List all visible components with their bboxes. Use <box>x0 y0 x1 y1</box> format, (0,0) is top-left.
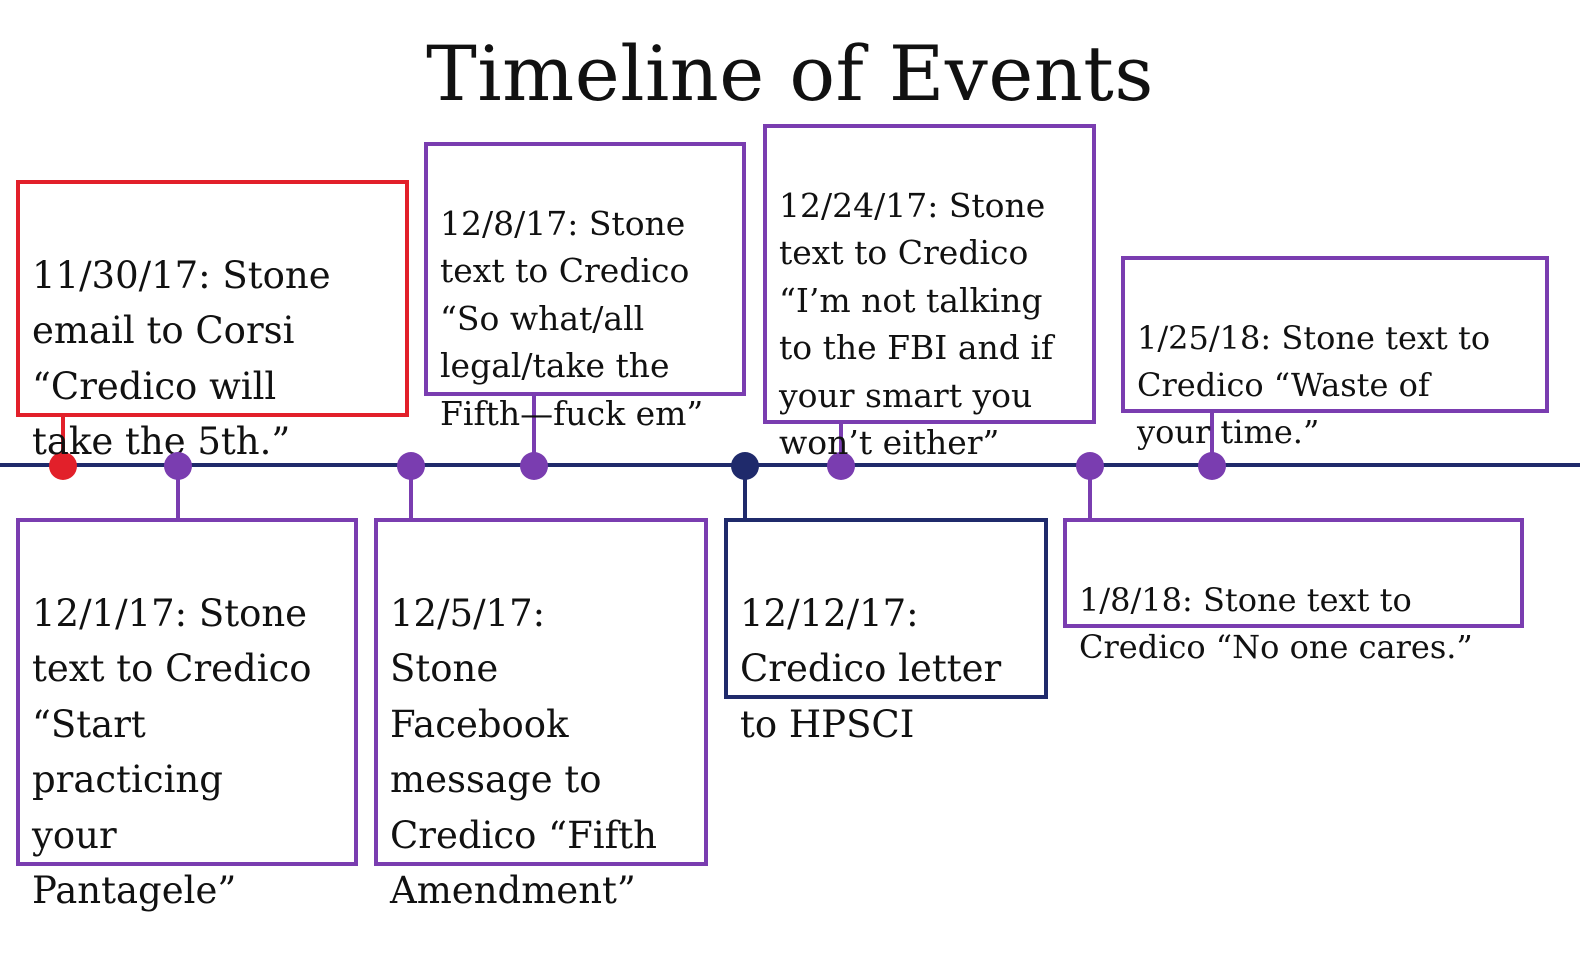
connector-e6 <box>839 422 843 466</box>
connector-e5 <box>743 466 747 520</box>
connector-e8 <box>1210 410 1214 466</box>
page-title: Timeline of Events <box>426 29 1154 118</box>
timeline-dot-e3[interactable] <box>397 452 425 480</box>
event-box-e3: 12/5/17: Stone Facebook message to Credi… <box>374 518 708 912</box>
event-box-e8: 1/25/18: Stone text to Credico “Waste of… <box>1121 256 1549 451</box>
timeline-dot-e7[interactable] <box>1076 452 1104 480</box>
event-box-e6: 12/24/17: Stone text to Credico “I’m not… <box>763 124 1096 462</box>
event-text-e6: 12/24/17: Stone text to Credico “I’m not… <box>779 185 1054 463</box>
connector-e1 <box>61 414 65 466</box>
event-box-e1: 11/30/17: Stone email to Corsi “Credico … <box>16 180 409 463</box>
timeline-dot-e2[interactable] <box>164 452 192 480</box>
event-text-e5: 12/12/17: Credico letter to HPSCI <box>740 591 1002 746</box>
timeline-dot-e6[interactable] <box>827 452 855 480</box>
timeline-axis <box>0 463 1580 467</box>
timeline-dot-e8[interactable] <box>1198 452 1226 480</box>
event-text-e4: 12/8/17: Stone text to Credico “So what/… <box>440 203 704 433</box>
event-text-e1: 11/30/17: Stone email to Corsi “Credico … <box>32 253 331 464</box>
connector-e3 <box>409 466 413 520</box>
event-box-e5: 12/12/17: Credico letter to HPSCI <box>724 518 1048 746</box>
connector-e4 <box>532 394 536 466</box>
event-text-e8: 1/25/18: Stone text to Credico “Waste of… <box>1137 319 1491 451</box>
event-box-e7: 1/8/18: Stone text to Credico “No one ca… <box>1063 518 1524 666</box>
timeline-dot-e5[interactable] <box>731 452 759 480</box>
event-box-e4: 12/8/17: Stone text to Credico “So what/… <box>424 142 746 433</box>
timeline-dot-e4[interactable] <box>520 452 548 480</box>
connector-e2 <box>176 466 180 520</box>
timeline-dot-e1[interactable] <box>49 452 77 480</box>
event-text-e3: 12/5/17: Stone Facebook message to Credi… <box>390 591 657 913</box>
event-box-e2: 12/1/17: Stone text to Credico “Start pr… <box>16 518 358 912</box>
connector-e7 <box>1088 466 1092 520</box>
event-text-e2: 12/1/17: Stone text to Credico “Start pr… <box>32 591 312 913</box>
event-text-e7: 1/8/18: Stone text to Credico “No one ca… <box>1079 581 1473 666</box>
